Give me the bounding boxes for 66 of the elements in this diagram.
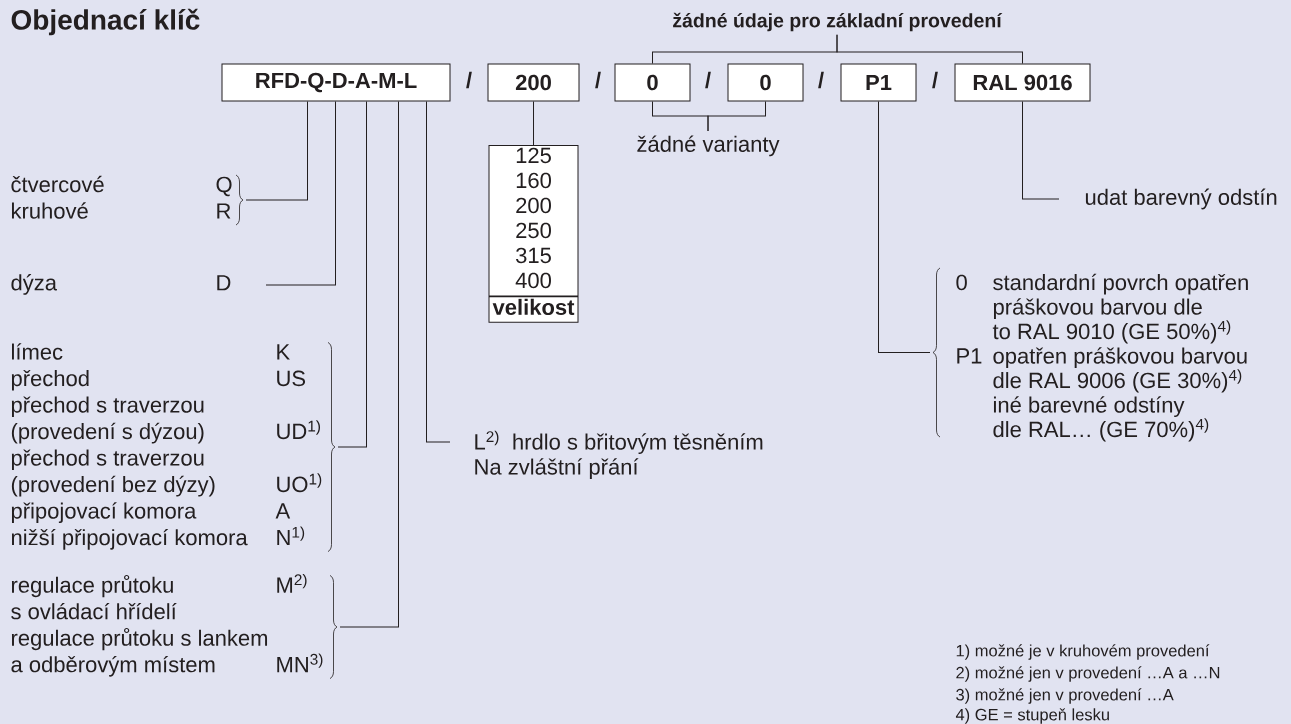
option-label: nižší připojovací komora: [11, 528, 248, 550]
option-code: A: [275, 503, 291, 519]
option-label: připojovací komora: [11, 502, 197, 524]
separator-slash: /: [595, 71, 601, 89]
footnote: 4) GE = stupeň lesku: [955, 708, 1109, 724]
size-value: 200: [516, 197, 551, 214]
option-label: regulace průtoku s lankem a odběrovým místem: [11, 627, 267, 677]
option-code: R: [217, 203, 231, 219]
footnote: 3) možné jen v provedení …A: [956, 688, 1174, 704]
separator-slash: /: [818, 71, 824, 89]
connector-line: [1022, 101, 1060, 200]
separator-slash: /: [466, 71, 472, 89]
option-code: Q: [216, 176, 232, 197]
connector-line: [265, 101, 336, 286]
connector-line: [707, 101, 766, 132]
heading-text: žádné údaje pro základní provedení: [673, 12, 1003, 32]
connector-line: [533, 101, 534, 146]
option-code: MN$^{3)}$: [277, 653, 323, 673]
code-box: 0: [614, 63, 691, 102]
option-description: opatřen práškovou barvou dle RAL 9006 (GE 30%)$^{4)}$: [993, 347, 1247, 393]
separator-slash: /: [932, 71, 938, 89]
connector-line: [836, 34, 1023, 64]
option-code: UO$^{1)}$: [277, 473, 322, 493]
connector-line: [245, 101, 308, 201]
size-value: 250: [516, 222, 551, 239]
option-label: dýza: [11, 274, 57, 295]
option-label: Na zvláštní přání: [475, 458, 639, 480]
size-value: 125: [516, 147, 551, 164]
option-label: hrdlo s břitovým těsněním: [513, 433, 763, 455]
code-box: 200: [487, 63, 580, 102]
option-code: K: [277, 344, 290, 360]
option-code: P1: [957, 348, 982, 364]
connector-line: [339, 101, 399, 628]
option-description: standardní povrch opatřen práškovou barvou dle to RAL 9010 (GE 50%)$^{4)}$: [992, 273, 1248, 344]
size-value: 160: [516, 172, 551, 189]
connector-line: [878, 101, 931, 353]
separator-slash: /: [705, 71, 711, 89]
title: Objednací klíč: [11, 8, 200, 36]
option-description: iné barevné odstíny dle RAL… (GE 70%)$^{4)}$: [993, 396, 1209, 442]
note-text: žádné varianty: [637, 135, 780, 157]
option-label: přechod s traverzou (provedení bez dýzy): [11, 449, 215, 497]
code-box: 0: [727, 63, 804, 102]
option-label: přechod s traverzou (provedení s dýzou): [11, 396, 204, 444]
option-label: kruhové: [12, 202, 88, 219]
footnote: 2) možné jen v provedení …A a …N: [956, 666, 1220, 682]
size-list-box: [488, 145, 579, 323]
option-code: N$^{1)}$: [277, 526, 305, 546]
option-code: M$^{2)}$: [277, 573, 307, 593]
size-value: 315: [516, 247, 551, 264]
option-code: US: [277, 370, 306, 387]
connector-line: [337, 101, 367, 448]
option-code: D: [217, 275, 231, 291]
option-code: L$^{2)}$: [475, 430, 499, 450]
code-box: RAL 9016: [954, 63, 1091, 102]
option-label: čtvercové: [11, 175, 104, 193]
option-label: límec: [12, 343, 63, 360]
connector-line: [426, 101, 451, 443]
size-caption: velikost: [492, 298, 575, 316]
footnote: 1) možné je v kruhovém provedení: [956, 644, 1210, 660]
option-label: přechod: [11, 370, 89, 391]
code-box: RFD-Q-D-A-M-L: [221, 63, 451, 102]
size-value: 400: [515, 272, 551, 289]
option-code: UD$^{1)}$: [277, 420, 320, 440]
code-box: P1: [840, 63, 917, 102]
note-text: udat barevný odstín: [1085, 188, 1277, 210]
option-code: 0: [956, 274, 967, 291]
